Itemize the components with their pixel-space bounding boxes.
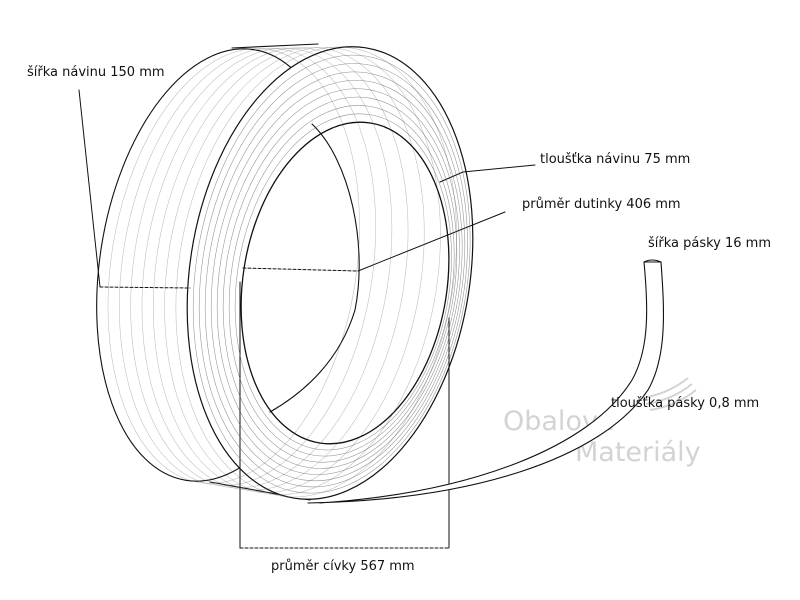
winding-layer-side xyxy=(175,46,457,498)
label-coil-width: šířka návinu 150 mm xyxy=(27,65,165,80)
label-core-diameter: průměr dutinky 406 mm xyxy=(522,197,681,212)
winding-layer-front xyxy=(222,96,458,463)
winding-layer-front xyxy=(234,113,452,451)
coil-winding-layers xyxy=(107,46,471,498)
coil-thickness-leader xyxy=(439,164,536,183)
watermark-line2: Materiály xyxy=(575,437,701,468)
label-strap-width: šířka pásky 16 mm xyxy=(648,236,771,251)
winding-layer-side xyxy=(119,48,376,486)
label-coil-diameter: průměr cívky 567 mm xyxy=(271,559,415,574)
winding-layer-side xyxy=(107,48,360,484)
coil-width-dashed-guide xyxy=(99,286,191,289)
core-back-edge xyxy=(269,123,360,413)
winding-layer-side xyxy=(141,47,409,491)
winding-layer-front xyxy=(228,105,455,457)
coil-body xyxy=(78,43,665,549)
winding-layer-front xyxy=(210,80,463,475)
coil-core-opening xyxy=(240,121,450,445)
core-diameter-leader xyxy=(357,211,506,272)
core-dashed-guide xyxy=(242,267,359,272)
winding-layer-front xyxy=(216,88,460,469)
winding-layer-front xyxy=(198,63,468,488)
winding-layer-side xyxy=(130,47,393,489)
winding-layer-side xyxy=(164,47,441,495)
winding-layer-front xyxy=(192,54,471,494)
strap-end-cut xyxy=(643,259,662,263)
coil-front-outer xyxy=(186,46,474,500)
coil-width-leader xyxy=(78,89,101,288)
label-strap-thickness: tloušťka pásky 0,8 mm xyxy=(611,396,759,411)
watermark-swoosh-icon xyxy=(641,377,697,411)
winding-layer-side xyxy=(152,47,425,493)
label-coil-thickness: tloušťka návinu 75 mm xyxy=(540,152,690,167)
winding-layer-front xyxy=(204,71,466,482)
coil-top-edge xyxy=(231,43,319,49)
